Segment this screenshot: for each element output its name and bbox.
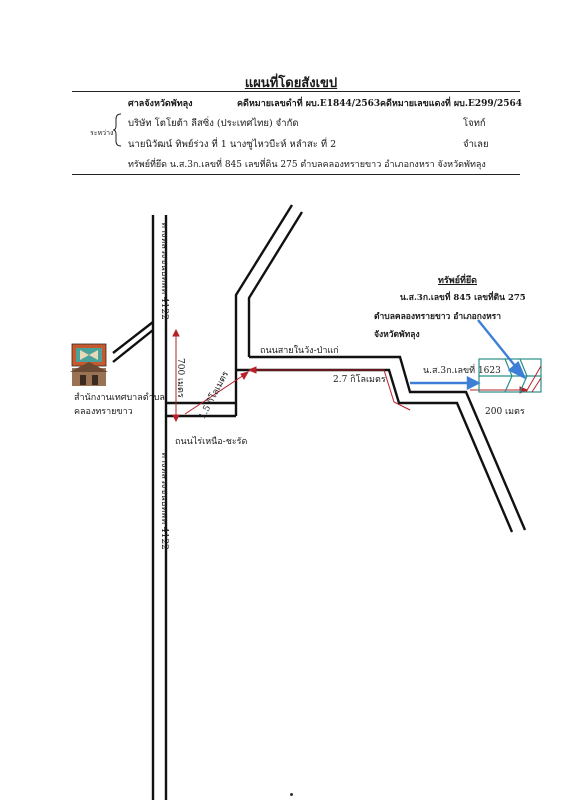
party-brace — [112, 113, 122, 147]
north-road-right-edge — [247, 211, 304, 357]
neighbor-parcel-label: น.ส.3ก.เลขที่ 1623 — [423, 366, 501, 376]
seized-property-description: ทรัพย์ที่ยึด น.ส.3ก.เลขที่ 845 เลขที่ดิน… — [128, 160, 486, 170]
highway-4122-label-south: ทางหลวงชนบทพท 4122 — [159, 452, 169, 550]
defendant-role: จำเลย — [463, 139, 489, 150]
distance-200m-label: 200 เมตร — [485, 407, 525, 417]
seized-parcel-hatch-2 — [531, 377, 542, 393]
office-label-line2: คลองทรายขาว — [74, 407, 133, 417]
header-rule-bottom — [72, 174, 520, 175]
between-label: ระหว่าง — [90, 129, 114, 137]
measure-1500m-arrow — [240, 371, 250, 380]
seized-property-line3: จังหวัดพัทลุง — [374, 330, 420, 340]
distance-700m-label: 700 เมตร — [175, 358, 185, 398]
header-rule-top — [72, 91, 520, 92]
plaintiff-name: บริษัท โตโยต้า ลีสซิ่ง (ประเทศไทย) จำกัด — [128, 118, 299, 129]
office-building-icon — [70, 343, 108, 386]
north-road-left-edge — [234, 204, 294, 416]
office-branch-road-top — [112, 321, 154, 354]
road-rainuea-chalat-label: ถนนไร่เหนือ-ชะรัด — [175, 437, 248, 447]
seized-property-line1: น.ส.3ก.เลขที่ 845 เลขที่ดิน 275 — [400, 293, 526, 303]
highway-4122-label-north: ทางหลวงชนบทพท 4122 — [159, 222, 169, 320]
parcel-boundary-right — [519, 358, 528, 393]
black-case-number: คดีหมายเลขดำที่ ผบ.E1844/2563 — [237, 99, 381, 109]
seized-property-title: ทรัพย์ที่ยึด — [438, 276, 478, 286]
office-branch-road-bottom — [112, 329, 154, 363]
measure-2700m-line — [252, 369, 411, 411]
red-case-number: คดีหมายเลขแดงที่ ผบ.E299/2564 — [380, 99, 523, 109]
page-title: แผนที่โดยสังเขป — [244, 76, 338, 91]
scan-mark — [290, 793, 293, 796]
measure-700m-arrow-bottom — [172, 414, 180, 423]
road-naiwang-pakae-label: ถนนสายในวัง-ป่าแก่ — [260, 346, 339, 356]
neighbor-pointer-head — [466, 376, 481, 390]
seized-property-line2: ตำบลคลองทรายขาว อำเภอกงหรา — [374, 312, 502, 322]
distance-2700m-label: 2.7 กิโลเมตร — [333, 375, 386, 385]
target-pointer-line — [477, 319, 521, 373]
measure-700m-arrow-top — [172, 328, 180, 337]
office-label-line1: สำนักงานเทศบาลตำบล — [74, 393, 165, 403]
parcel-boundary-left — [504, 358, 513, 393]
target-pointer-head — [507, 361, 527, 380]
road-naiwang-pakae-bottom — [236, 368, 514, 533]
court-name: ศาลจังหวัดพัทลุง — [128, 99, 193, 109]
defendant-names: นายนิวัฒน์ ทิพย์ร่วง ที่ 1 นางซูไหวบีะห์… — [128, 139, 337, 150]
road-naiwang-pakae-top — [249, 355, 527, 531]
measure-1500m-line — [184, 372, 248, 415]
plaintiff-role: โจทก์ — [463, 118, 486, 129]
seized-parcel-hatch-1 — [525, 365, 542, 393]
measure-2700m-arrow — [247, 366, 257, 374]
